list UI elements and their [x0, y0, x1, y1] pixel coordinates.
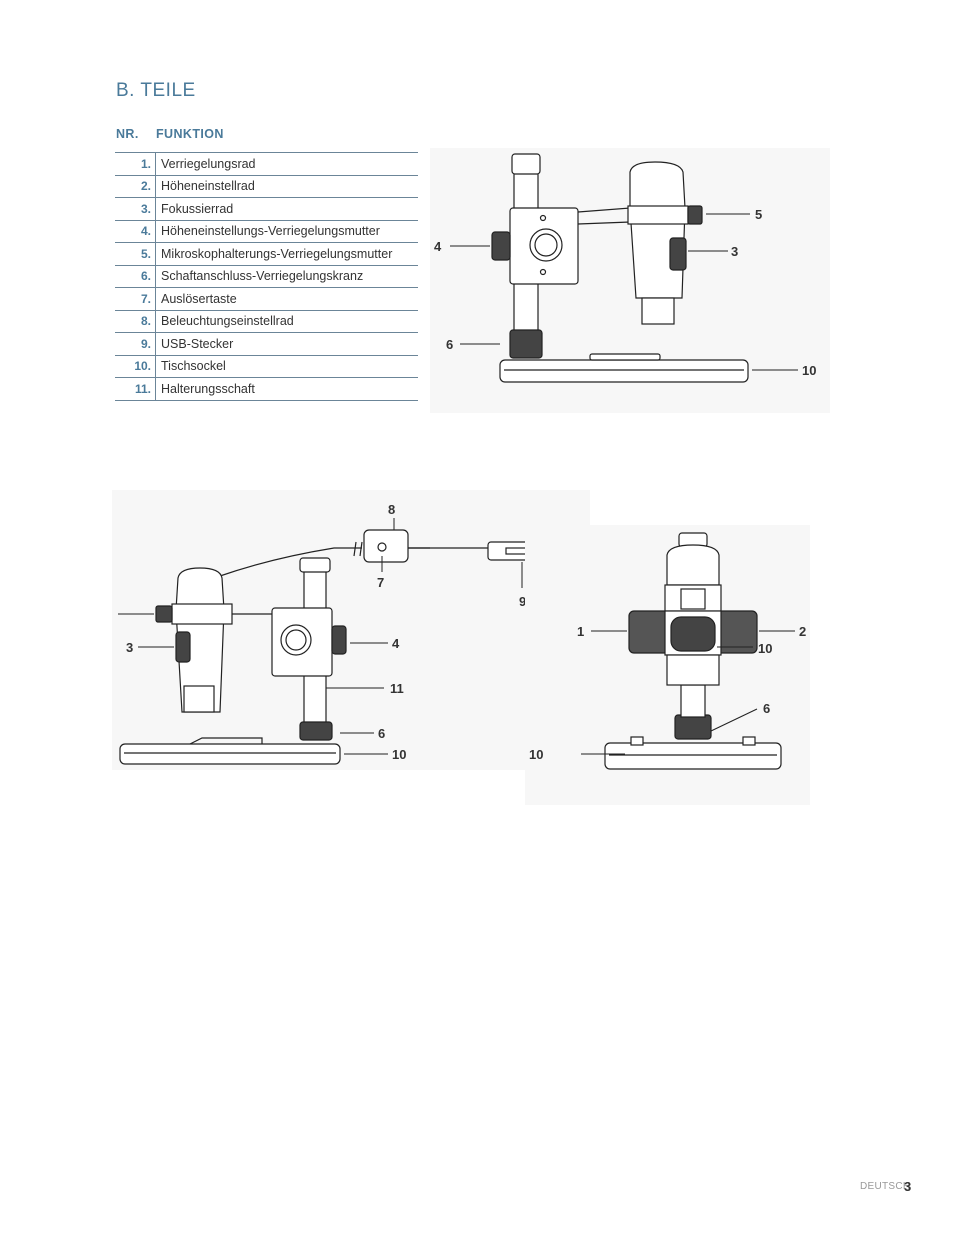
row-number: 4.	[115, 220, 156, 243]
callout-label: 10	[392, 747, 406, 762]
table-row: 11.Halterungsschaft	[115, 377, 418, 401]
table-row: 1.Verriegelungsrad	[115, 152, 418, 176]
microscope-illustration-front: 1 2 10 6 10	[525, 525, 810, 805]
callout-label: 7	[377, 575, 384, 590]
table-row: 6.Schaftanschluss-Verriegelungskranz	[115, 265, 418, 288]
row-number: 7.	[115, 287, 156, 311]
row-label: Höheneinstellungs-Verriegelungsmutter	[155, 220, 418, 243]
row-label: Beleuchtungseinstellrad	[155, 310, 418, 333]
table-row: 9.USB-Stecker	[115, 332, 418, 356]
table-row: 10.Tischsockel	[115, 355, 418, 378]
table-row: 3.Fokussierrad	[115, 197, 418, 221]
table-row: 5.Mikroskophalterungs-Verriegelungsmutte…	[115, 242, 418, 266]
callout-label: 6	[378, 726, 385, 741]
callout-label: 10	[529, 747, 543, 762]
table-row: 4.Höheneinstellungs-Verriegelungsmutter	[115, 220, 418, 243]
row-number: 11.	[115, 377, 156, 401]
row-number: 6.	[115, 265, 156, 288]
callout-label: 9	[519, 594, 526, 609]
row-number: 2.	[115, 175, 156, 198]
row-label: USB-Stecker	[155, 332, 418, 356]
callout-label: 4	[392, 636, 400, 651]
callout-label: 10	[758, 641, 772, 656]
microscope-illustration-side: 8 7 9 3 4 11 6 10	[112, 490, 590, 770]
row-number: 9.	[115, 332, 156, 356]
callout-label: 6	[763, 701, 770, 716]
row-number: 5.	[115, 242, 156, 266]
row-number: 10.	[115, 355, 156, 378]
callout-label: 10	[802, 363, 816, 378]
callout-label: 3	[731, 244, 738, 259]
callout-label: 8	[388, 502, 395, 517]
row-label: Fokussierrad	[155, 197, 418, 221]
page-number: 3	[904, 1179, 912, 1194]
column-header-nr: NR.	[116, 127, 139, 141]
row-label: Tischsockel	[155, 355, 418, 378]
row-label: Auslösertaste	[155, 287, 418, 311]
callout-label: 11	[390, 681, 404, 696]
microscope-illustration-top: 4 5 3 6 10	[430, 148, 830, 413]
callout-label: 6	[446, 337, 453, 352]
table-row: 8.Beleuchtungseinstellrad	[115, 310, 418, 333]
column-header-funktion: FUNKTION	[156, 127, 224, 141]
callout-label: 1	[577, 624, 584, 639]
callout-label: 4	[434, 239, 442, 254]
row-number: 1.	[115, 152, 156, 176]
row-number: 8.	[115, 310, 156, 333]
callout-label: 5	[755, 207, 762, 222]
row-number: 3.	[115, 197, 156, 221]
callout-label: 3	[126, 640, 133, 655]
table-row: 2.Höheneinstellrad	[115, 175, 418, 198]
footer-language: DEUTSCH	[860, 1181, 911, 1192]
row-label: Halterungsschaft	[155, 377, 418, 401]
table-row: 7.Auslösertaste	[115, 287, 418, 311]
row-label: Höheneinstellrad	[155, 175, 418, 198]
row-label: Mikroskophalterungs-Verriegelungsmutter	[155, 242, 418, 266]
row-label: Schaftanschluss-Verriegelungskranz	[155, 265, 418, 288]
section-title: B. TEILE	[116, 80, 196, 101]
callout-label: 2	[799, 624, 806, 639]
parts-table: 1.Verriegelungsrad 2.Höheneinstellrad 3.…	[115, 152, 418, 401]
row-label: Verriegelungsrad	[155, 152, 418, 176]
